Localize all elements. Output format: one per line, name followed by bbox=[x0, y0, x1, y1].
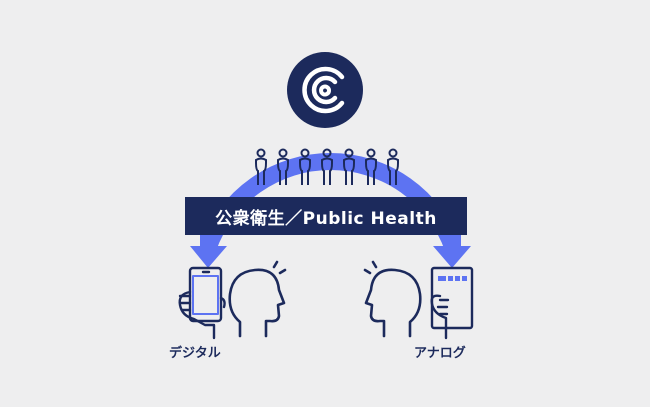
head-profile-icon bbox=[363, 260, 422, 338]
smartphone-in-hand-icon bbox=[178, 266, 226, 340]
person-outline-icon bbox=[365, 148, 377, 185]
person-outline-icon bbox=[387, 148, 399, 185]
person-outline-icon bbox=[321, 148, 333, 185]
left-arrow-icon bbox=[190, 232, 227, 268]
concentric-c-logo-icon bbox=[287, 52, 363, 128]
person-outline-icon bbox=[299, 148, 311, 185]
people-row bbox=[255, 148, 399, 185]
banner-label: 公衆衛生／Public Health bbox=[215, 208, 437, 229]
head-profile-icon bbox=[228, 260, 287, 338]
public-health-banner: 公衆衛生／Public Health bbox=[185, 197, 467, 235]
card-in-hand-icon bbox=[430, 266, 474, 340]
person-outline-icon bbox=[255, 148, 267, 185]
digital-caption: デジタル bbox=[169, 346, 221, 361]
right-arrow-icon bbox=[433, 232, 471, 268]
analog-caption: アナログ bbox=[414, 346, 466, 361]
person-outline-icon bbox=[277, 148, 289, 185]
person-outline-icon bbox=[343, 148, 355, 185]
